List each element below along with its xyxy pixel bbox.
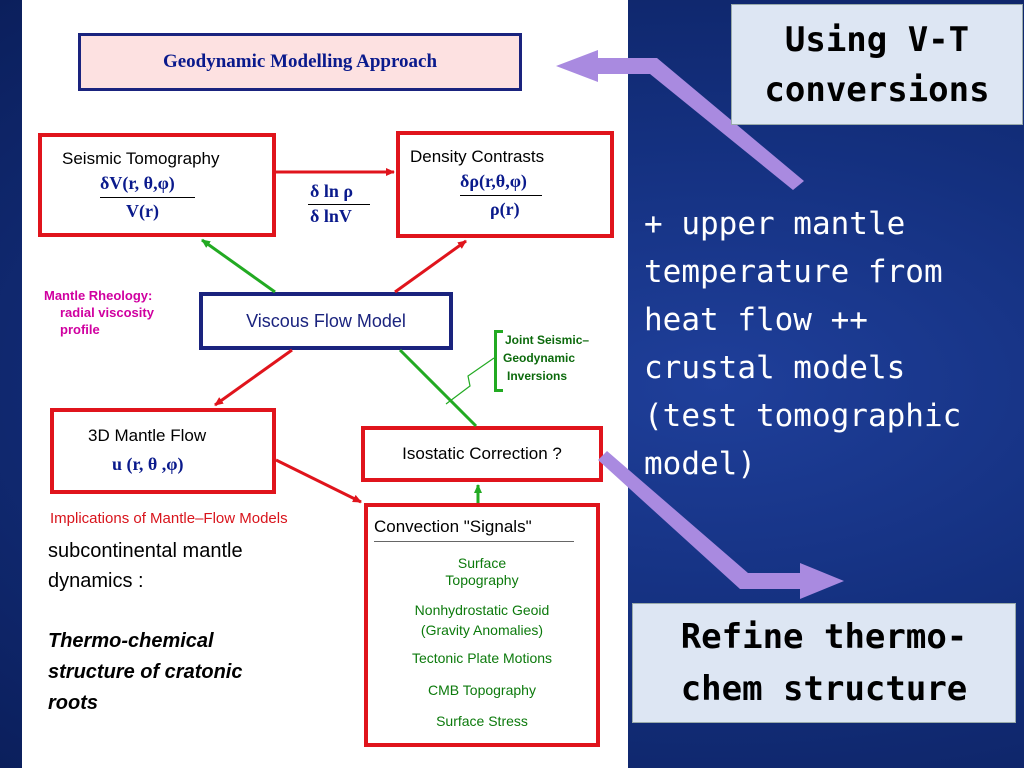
signal-nonhydrostatic-geoid: Nonhydrostatic Geoid (Gravity Anomalies) — [368, 600, 596, 640]
density-denominator: ρ(r) — [490, 199, 520, 219]
seismic-fraction-bar — [100, 197, 195, 198]
signal-surface-topography: Surface Topography — [368, 555, 596, 589]
refine-line1: Refine thermo- — [680, 617, 968, 657]
refine-box: Refine thermo- chem structure — [632, 603, 1016, 723]
joint-inversions-pointer — [445, 357, 495, 405]
mantle-flow-label: 3D Mantle Flow — [88, 426, 207, 445]
right-paragraph-line1: + upper mantle — [644, 206, 906, 242]
subcontinental-line2: dynamics : — [48, 570, 144, 592]
right-paragraph-line4: crustal models — [644, 350, 906, 386]
right-paragraph-line5: (test tomographic — [644, 398, 962, 434]
subcontinental-line1: subcontinental mantle — [48, 540, 243, 562]
right-paragraph-line3: heat flow ++ — [644, 302, 868, 338]
isostatic-correction-box: Isostatic Correction ? — [361, 426, 603, 482]
implications-label: Implications of Mantle–Flow Models — [50, 510, 288, 527]
using-vt-box: Using V-T conversions — [731, 4, 1023, 125]
convection-title-underline — [374, 541, 574, 542]
signal-surface-stress: Surface Stress — [436, 713, 528, 729]
density-fraction-bar — [460, 195, 542, 196]
conversion-denominator: δ lnV — [310, 206, 352, 226]
arrow-viscous-to-density — [394, 239, 467, 294]
seismic-tomography-box: Seismic Tomography δV(r, θ,φ) V(r) — [38, 133, 276, 237]
thermo-chemical-line2: structure of cratonic — [48, 661, 243, 683]
lavender-arrow-to-refine — [598, 451, 844, 599]
joint-inversions-bracket — [494, 330, 503, 392]
seismic-denominator: V(r) — [126, 201, 159, 221]
right-paragraph-line6: model) — [644, 446, 756, 482]
using-vt-line1: Using V-T — [784, 19, 970, 60]
signal-tectonic-plate-motions: Tectonic Plate Motions — [411, 650, 553, 666]
thermo-chemical-line3: roots — [48, 692, 98, 714]
right-paragraph-line2: temperature from — [644, 254, 943, 290]
using-vt-line2: conversions — [764, 69, 990, 110]
refine-line2: chem structure — [680, 669, 968, 709]
density-contrasts-label: Density Contrasts — [410, 147, 545, 166]
arrow-viscous-to-seismic — [201, 238, 276, 294]
mantle-rheology-line2: radial viscosity — [60, 305, 154, 320]
density-numerator: δρ(r,θ,φ) — [460, 171, 527, 191]
viscous-flow-model-box: Viscous Flow Model — [199, 292, 453, 350]
signal-geoid-line1: Nonhydrostatic Geoid — [414, 602, 550, 618]
seismic-numerator: δV(r, θ,φ) — [100, 173, 175, 193]
seismic-tomography-label: Seismic Tomography — [62, 149, 220, 168]
convection-signals-title: Convection "Signals" — [374, 517, 532, 536]
right-paragraph: + upper mantle temperature from heat flo… — [644, 200, 1014, 488]
conversion-numerator: δ ln ρ — [310, 181, 353, 201]
signal-geoid-line2: (Gravity Anomalies) — [420, 622, 544, 638]
joint-inversions-line2: Geodynamic — [503, 351, 576, 365]
density-contrasts-box: Density Contrasts δρ(r,θ,φ) ρ(r) — [396, 131, 614, 238]
thermo-chemical-line1: Thermo-chemical — [48, 630, 214, 652]
signal-cmb-topography: CMB Topography — [428, 682, 536, 698]
mantle-flow-formula: u (r, θ ,φ) — [112, 454, 184, 474]
signal-surface-topography-line2: Topography — [445, 572, 519, 588]
joint-inversions-line1: Joint Seismic– — [505, 333, 590, 347]
viscous-flow-model-label: Viscous Flow Model — [246, 310, 406, 331]
mantle-rheology-line1: Mantle Rheology: — [44, 288, 153, 303]
line-isostatic-to-viscous — [398, 348, 478, 428]
joint-inversions-line3: Inversions — [507, 369, 568, 383]
conversion-fraction-bar — [308, 204, 370, 205]
isostatic-correction-label: Isostatic Correction ? — [402, 444, 562, 463]
mantle-flow-box: 3D Mantle Flow u (r, θ ,φ) — [50, 408, 276, 494]
arrow-mantle-flow-to-convection — [275, 458, 362, 504]
diagram-title: Geodynamic Modelling Approach — [78, 33, 522, 91]
arrow-viscous-to-mantle-flow — [214, 348, 293, 407]
mantle-rheology-line3: profile — [60, 322, 100, 337]
signal-surface-topography-line1: Surface — [457, 555, 507, 571]
lavender-arrow-to-title — [556, 50, 804, 190]
convection-signals-box: Convection "Signals" Surface Topography … — [364, 503, 600, 747]
